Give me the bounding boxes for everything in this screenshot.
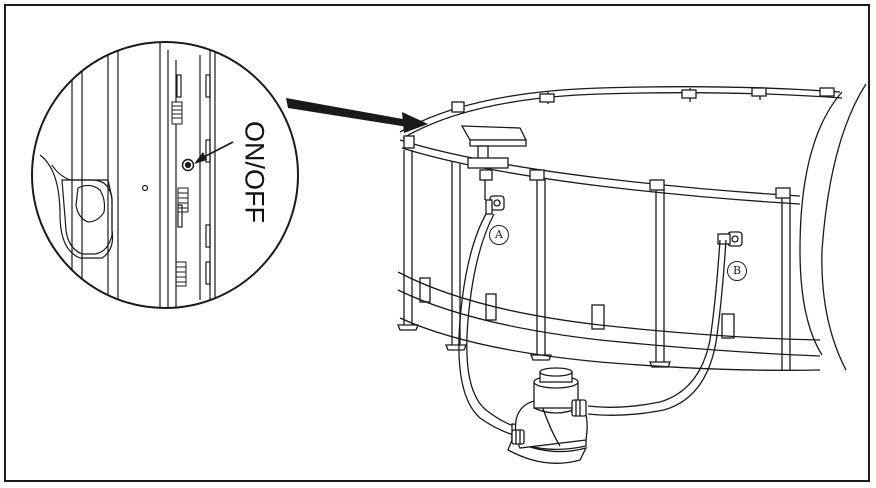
onoff-arrow <box>194 141 234 164</box>
pump-unit <box>507 367 588 464</box>
hose-b <box>587 239 727 416</box>
fitting-a <box>485 195 505 215</box>
callout-b-marker: B <box>727 261 747 281</box>
diagram-frame <box>4 4 870 482</box>
callout-a-marker: A <box>489 225 509 245</box>
onoff-label: ON/OFF <box>239 121 270 223</box>
skimmer-bracket <box>460 125 528 200</box>
callout-a-text: A <box>495 228 503 241</box>
callout-b-text: B <box>732 264 742 277</box>
hose-a <box>458 213 521 437</box>
fitting-b <box>717 231 743 247</box>
pool-structure <box>397 83 867 371</box>
zoom-detail-circle <box>31 41 299 309</box>
onoff-label-wrap: ON/OFF <box>236 112 272 232</box>
